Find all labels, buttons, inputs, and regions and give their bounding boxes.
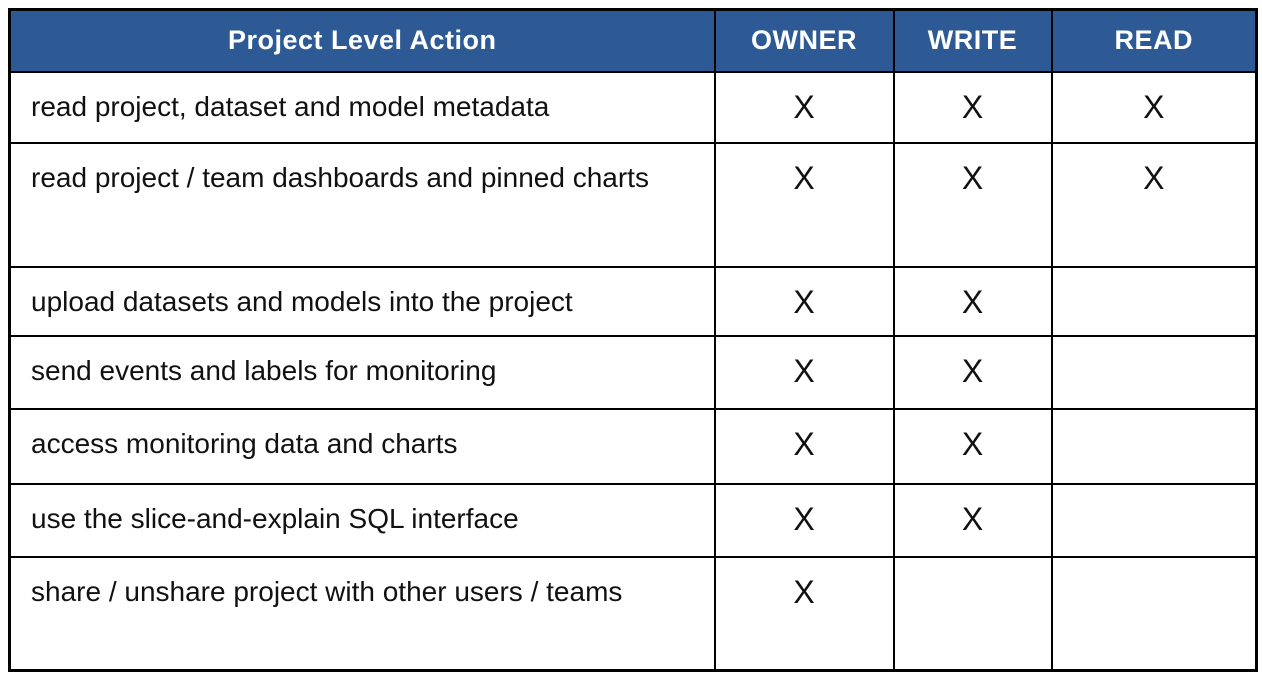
column-header-write: WRITE [892,8,1053,73]
owner-mark: X [713,407,895,485]
owner-mark: X [713,555,895,672]
write-mark: X [892,141,1053,268]
owner-mark: X [713,141,895,268]
read-mark [1050,482,1258,558]
table-row: access monitoring data and charts X X [8,407,1258,485]
read-mark: X [1050,70,1258,144]
read-mark [1050,265,1258,337]
project-permissions-table: Project Level Action OWNER WRITE READ re… [8,8,1258,672]
action-cell: use the slice-and-explain SQL interface [8,482,716,558]
action-cell: upload datasets and models into the proj… [8,265,716,337]
write-mark: X [892,407,1053,485]
action-cell: send events and labels for monitoring [8,334,716,410]
owner-mark: X [713,70,895,144]
owner-mark: X [713,265,895,337]
read-mark: X [1050,141,1258,268]
column-header-owner: OWNER [713,8,895,73]
table-row: upload datasets and models into the proj… [8,265,1258,337]
table-row: send events and labels for monitoring X … [8,334,1258,410]
column-header-read: READ [1050,8,1258,73]
read-mark [1050,555,1258,672]
action-cell: read project, dataset and model metadata [8,70,716,144]
read-mark [1050,407,1258,485]
write-mark [892,555,1053,672]
table-row: read project / team dashboards and pinne… [8,141,1258,268]
owner-mark: X [713,482,895,558]
action-cell: access monitoring data and charts [8,407,716,485]
read-mark [1050,334,1258,410]
table-row: share / unshare project with other users… [8,555,1258,672]
write-mark: X [892,265,1053,337]
write-mark: X [892,334,1053,410]
owner-mark: X [713,334,895,410]
table-row: read project, dataset and model metadata… [8,70,1258,144]
table-row: use the slice-and-explain SQL interface … [8,482,1258,558]
write-mark: X [892,70,1053,144]
action-cell: share / unshare project with other users… [8,555,716,672]
header-row: Project Level Action OWNER WRITE READ [8,8,1258,73]
action-cell: read project / team dashboards and pinne… [8,141,716,268]
write-mark: X [892,482,1053,558]
column-header-action: Project Level Action [8,8,716,73]
